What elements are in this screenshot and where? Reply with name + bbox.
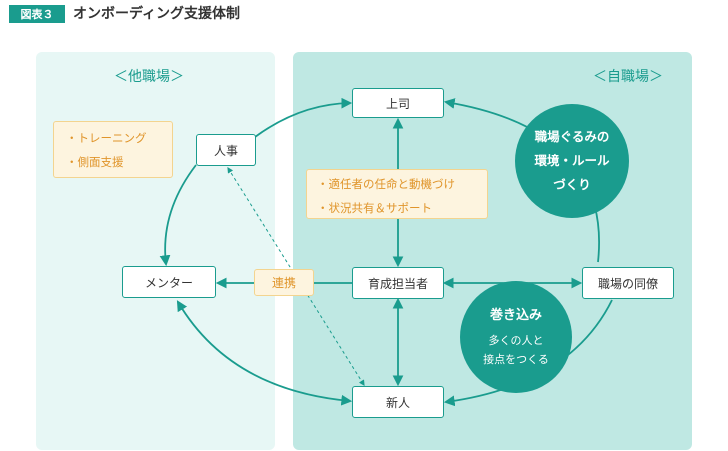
training-note-line: ・トレーニング (66, 131, 147, 145)
involvement-line-1: 多くの人と (488, 334, 544, 347)
node-ikusei: 育成担当者 (352, 267, 444, 299)
node-jinji: 人事 (196, 134, 256, 166)
other-workplace-label: ＜他職場＞ (114, 69, 184, 85)
node-douryou: 職場の同僚 (582, 267, 674, 299)
node-joushi: 上司 (352, 88, 444, 118)
edge-mentor-shinjin (176, 300, 353, 406)
sharing-note-line: ・状況共有＆サポート (317, 201, 432, 215)
figure-tag: 図表３ (9, 5, 65, 23)
environment-line-3: づくり (553, 177, 591, 192)
involvement-title: 巻き込み (489, 308, 542, 323)
node-mentor: メンター (122, 266, 216, 298)
renkei-badge: 連携 (254, 269, 314, 296)
environment-line-1: 職場ぐるみの (534, 129, 610, 144)
figure-title: オンボーディング支援体制 (73, 6, 241, 22)
appointment-note: ・適任者の任命と動機づけ ・状況共有＆サポート (306, 169, 488, 219)
appointment-note-line: ・適任者の任命と動機づけ (317, 177, 455, 191)
edge-jinji-mentor (159, 164, 197, 267)
environment-circle: 職場ぐるみの 環境・ルール づくり (515, 104, 629, 218)
training-note: ・トレーニング ・側面支援 (53, 121, 173, 178)
involvement-line-2: 接点をつくる (483, 353, 549, 366)
support-note-line: ・側面支援 (66, 155, 124, 169)
node-shinjin: 新人 (352, 386, 444, 418)
involvement-circle: 巻き込み 多くの人と 接点をつくる (460, 281, 572, 393)
edge-jinji-joushi (254, 97, 353, 138)
own-workplace-label: ＜自職場＞ (593, 69, 663, 85)
environment-line-2: 環境・ルール (534, 153, 610, 168)
